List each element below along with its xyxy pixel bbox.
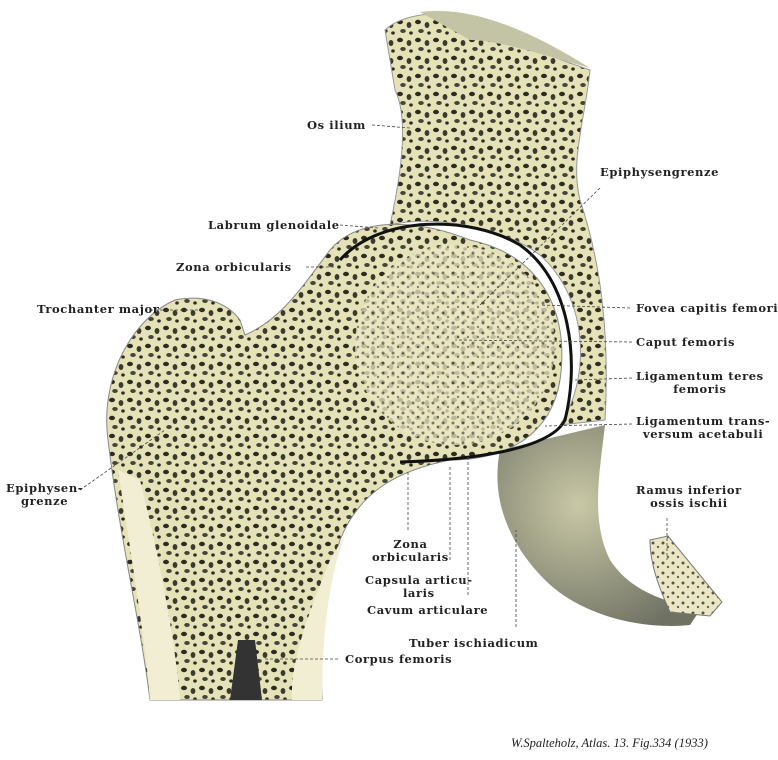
label-line: Ligamentum teres <box>636 369 764 383</box>
label-trochanter-major: Trochanter major <box>37 302 160 316</box>
label-line: grenze <box>20 494 69 508</box>
label-line: femoris <box>673 382 727 396</box>
label-corpus-femoris: Corpus femoris <box>345 652 453 666</box>
label-epiphysengrenze-top: Epiphysengrenze <box>600 165 720 179</box>
label-zona-orbicularis-top: Zona orbicularis <box>176 260 292 274</box>
ischium-shape <box>497 425 700 626</box>
label-fovea-capitis-femoris: Fovea capitis femoris <box>636 301 778 315</box>
label-line: Epiphysen- <box>6 481 84 495</box>
label-ligamentum-transversum: Ligamentum trans-versum acetabuli <box>636 415 770 441</box>
label-line: Capsula articu- <box>365 573 473 587</box>
joint-cartilage-line <box>338 222 573 464</box>
label-line: ossis ischii <box>650 496 728 510</box>
label-line: Zona <box>393 537 428 551</box>
figure-caption: W.Spalteholz, Atlas. 13. Fig.334 (1933) <box>511 736 708 750</box>
label-tuber-ischiadicum: Tuber ischiadicum <box>409 636 539 650</box>
label-line: laris <box>402 586 435 600</box>
label-epiphysengrenze-left: Epiphysen-grenze <box>6 482 83 508</box>
label-cavum-articulare: Cavum articulare <box>367 603 489 617</box>
label-labrum-glenoidale: Labrum glenoidale <box>208 218 340 232</box>
caput-femoris-shape <box>355 245 555 445</box>
label-line: versum acetabuli <box>642 427 764 441</box>
label-capsula-articularis: Capsula articu-laris <box>365 574 473 600</box>
label-line: Ligamentum trans- <box>636 414 771 428</box>
label-line: Ramus inferior <box>636 483 742 497</box>
ramus-inferior-shape <box>649 535 723 617</box>
label-caput-femoris: Caput femoris <box>636 335 736 349</box>
label-os-ilium: Os ilium <box>307 118 366 132</box>
label-line: orbicularis <box>372 550 449 564</box>
